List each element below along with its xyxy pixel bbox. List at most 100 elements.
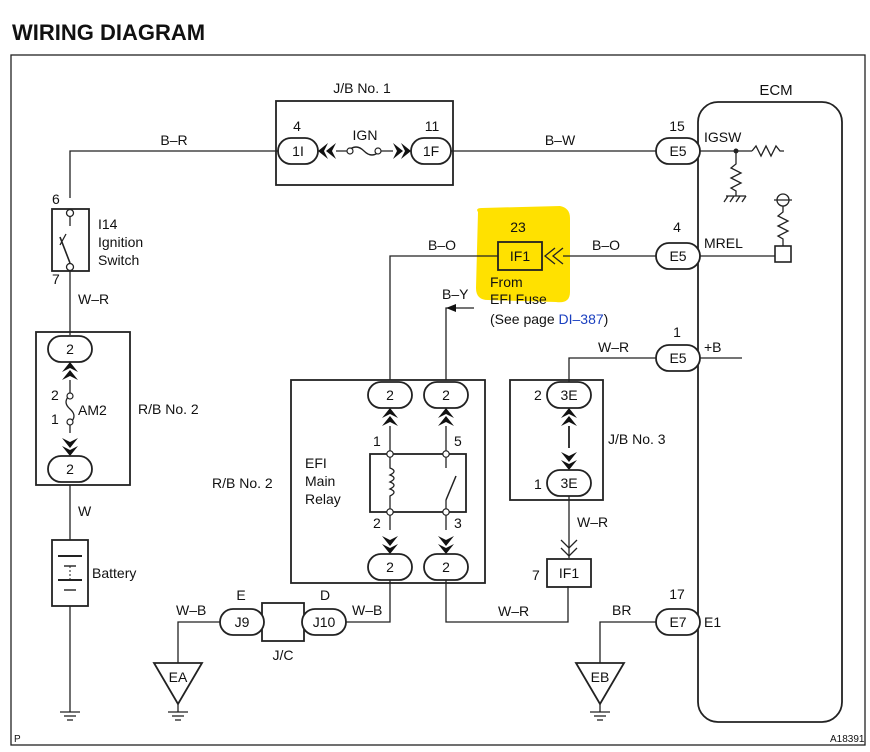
- ecm-mrel-pin-number: 4: [673, 219, 681, 235]
- ecm-e1-pin-number: 17: [669, 586, 685, 602]
- wire-br-ground: [599, 621, 656, 663]
- jb1-label: J/B No. 1: [333, 80, 391, 96]
- efi-fuse-name: EFI Fuse: [490, 291, 547, 307]
- relay-connector-bottom-right-label: 2: [442, 559, 450, 575]
- if1-bottom-connector: [546, 558, 592, 588]
- relay-name-line2: Main: [305, 473, 335, 489]
- wire-w-b-relay: [345, 580, 391, 623]
- ground-symbol-ea: [168, 711, 188, 721]
- jc-left-letter: E: [236, 587, 245, 603]
- relay-arrow-top-left: [382, 408, 398, 426]
- wire-br-ground-label: BR: [612, 602, 631, 618]
- if1-bottom-connector-label: IF1: [559, 565, 579, 581]
- jb3-label: J/B No. 3: [608, 431, 666, 447]
- wire-b-y-label: B–Y: [442, 286, 469, 302]
- page-title: WIRING DIAGRAM: [12, 20, 205, 45]
- jb1-connector-left-label: 1I: [292, 143, 304, 159]
- efi-fuse-from: From: [490, 274, 523, 290]
- ecm-igsw-resistor-h: [751, 144, 784, 158]
- wire-b-w-label: B–W: [545, 132, 576, 148]
- ground-ea-triangle: [152, 662, 204, 706]
- jb1-left-pin-number: 4: [293, 118, 301, 134]
- relay-connector-top-right-label: 2: [442, 387, 450, 403]
- relay-pin-5: 5: [454, 433, 462, 449]
- ground-ea-label: EA: [169, 669, 188, 685]
- arrow-1i: [318, 143, 336, 159]
- highlight-efi-fuse: [476, 206, 570, 303]
- ecm-box: [697, 101, 843, 723]
- am2-fuse-label: AM2: [78, 402, 107, 418]
- efi-fuse-see-page: (See page DI–387): [490, 311, 608, 327]
- wire-w-r-plus-b: [568, 357, 656, 382]
- ecm-label: ECM: [759, 82, 792, 99]
- efi-fuse-pin-number: 23: [510, 219, 526, 235]
- jc-connector-j9-label: J9: [235, 614, 250, 630]
- rb2-am2-arrow-down: [62, 438, 78, 456]
- jb1-connector-right-label: 1F: [423, 143, 439, 159]
- ignition-pin-7: 7: [52, 271, 60, 287]
- ground-symbol-battery: [60, 711, 80, 721]
- ecm-igsw-pin-number: 15: [669, 118, 685, 134]
- rb2-am2-connector-bottom-label: 2: [66, 461, 74, 477]
- relay-pin-3: 3: [454, 515, 462, 531]
- wire-b-y: [445, 307, 474, 380]
- ign-fuse-symbol: [336, 146, 393, 156]
- wire-b-y-arrow: [446, 304, 456, 312]
- ignition-terminal-top: [65, 208, 75, 218]
- jc-connector-j10-label: J10: [313, 614, 336, 630]
- jb3-connector-top-label: 3E: [560, 387, 577, 403]
- battery-label: Battery: [92, 565, 136, 581]
- wire-w-r-plus-b-label: W–R: [598, 339, 629, 355]
- relay-arrow-bottom-right: [438, 536, 454, 554]
- relay-terminal-5: [442, 450, 450, 458]
- figure-id: A18391: [830, 734, 865, 745]
- jc-connector-j10: [301, 608, 347, 636]
- wire-w-r-relay: [445, 580, 569, 623]
- efi-fuse-connector-label: IF1: [510, 248, 530, 264]
- see-page-link[interactable]: DI–387: [559, 311, 604, 327]
- battery-box: [51, 539, 89, 607]
- if1-bottom-pin-number: 7: [532, 567, 540, 583]
- ignition-switch-lever: [59, 233, 67, 246]
- wire-w-r-jb3-label: W–R: [577, 514, 608, 530]
- ecm-e1-connector-label: E7: [669, 614, 686, 630]
- ign-fuse-terminal-left: [346, 147, 354, 155]
- ignition-pin-6: 6: [52, 191, 60, 207]
- jb3-bottom-pin-number: 1: [534, 476, 542, 492]
- wire-w-b-ground: [177, 621, 220, 663]
- ecm-e1-label: E1: [704, 614, 721, 630]
- rb2-am2-fuse-pin-bottom: 1: [51, 411, 59, 427]
- jb3-arrow-up: [561, 408, 577, 426]
- wire-w-b-relay-label: W–B: [352, 602, 382, 618]
- ignition-id: I14: [98, 216, 118, 232]
- jc-label: J/C: [273, 647, 294, 663]
- diagram-frame: [10, 54, 866, 746]
- wire-b-r-label: B–R: [160, 132, 187, 148]
- jb1-box: [275, 100, 454, 186]
- jb3-top-pin-number: 2: [534, 387, 542, 403]
- wire-w-r-relay-label: W–R: [498, 603, 529, 619]
- rb2-am2-label: R/B No. 2: [138, 401, 199, 417]
- ecm-igsw-connector-label: E5: [669, 143, 686, 159]
- jb3-box: [509, 379, 604, 501]
- rb2-am2-box: [35, 331, 131, 486]
- ecm-b-label: +B: [704, 339, 722, 355]
- ecm-mrel-driver: [774, 245, 792, 263]
- wire-w-r-ignition-label: W–R: [78, 291, 109, 307]
- wire-b-o-left: [389, 255, 498, 380]
- am2-terminal-top: [66, 392, 74, 400]
- jb3-connector-bottom-label: 3E: [560, 475, 577, 491]
- rb2-am2-connector-top-label: 2: [66, 341, 74, 357]
- ground-eb-triangle: [574, 662, 626, 706]
- rb2-am2-connector-bottom: [47, 455, 93, 483]
- relay-pin-1: 1: [373, 433, 381, 449]
- ecm-igsw-ground: [723, 195, 747, 203]
- wire-b-o-right-label: B–O: [592, 237, 620, 253]
- if1-bottom-arrow: [560, 539, 578, 557]
- wire-b-r: [69, 150, 278, 198]
- jb1-right-pin-number: 11: [425, 118, 440, 134]
- relay-connector-top-left-label: 2: [386, 387, 394, 403]
- ignition-label-line2: Switch: [98, 252, 139, 268]
- ignition-terminal-bottom: [65, 262, 75, 272]
